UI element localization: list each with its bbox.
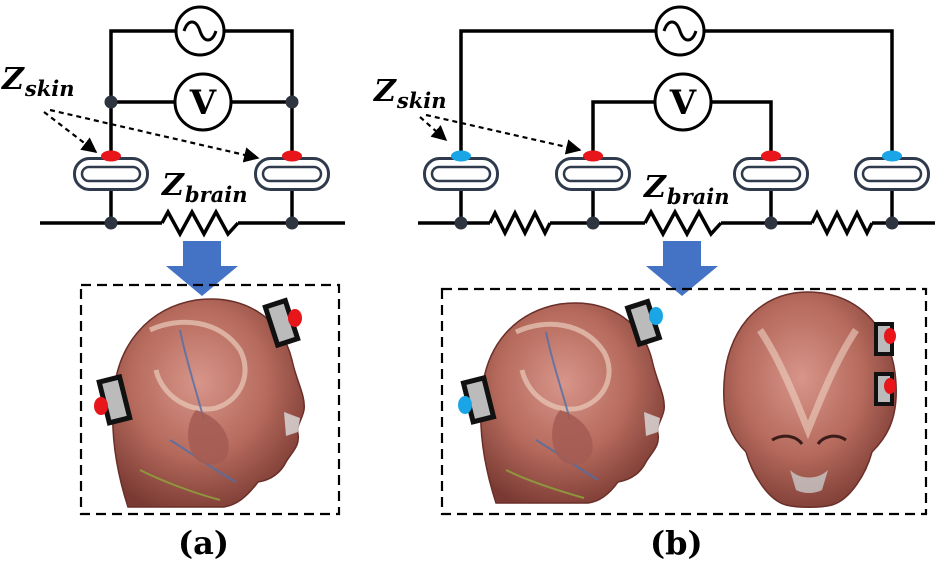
z-brain-label-b: Zbrain: [644, 170, 730, 209]
voltmeter-label-a: V: [189, 83, 217, 123]
head-frame-b: [440, 287, 928, 516]
head-electrodes-b: [458, 298, 896, 425]
z-brain-label-a: Zbrain: [162, 168, 248, 207]
ac-source-icon: [654, 5, 706, 57]
z-skin-label-a: Zskin: [2, 62, 75, 101]
down-arrow-icon: [646, 241, 718, 296]
z-skin-arrows-a: [43, 108, 260, 163]
panel-a: V: [40, 5, 345, 516]
electrode-icon: [73, 150, 330, 191]
voltmeter-icon: V: [653, 72, 713, 132]
wires-a: [40, 29, 345, 238]
caption-b: (b): [650, 524, 703, 562]
ac-source-icon: [174, 5, 226, 57]
caption-a: (a): [178, 524, 230, 562]
nodes-a: [104, 95, 299, 230]
head-frame-a: [79, 283, 341, 516]
z-skin-label-b: Zskin: [374, 74, 447, 113]
head-electrodes-a: [94, 297, 302, 426]
head-back-icon: [723, 291, 897, 508]
head-side-icon: [112, 298, 305, 508]
nodes-b: [454, 216, 899, 230]
head-side-icon: [480, 302, 665, 504]
wires-b: [418, 29, 935, 238]
down-arrow-icon: [166, 241, 238, 296]
voltmeter-icon: V: [173, 72, 233, 132]
z-skin-arrows-b: [419, 113, 582, 155]
panel-b: V: [418, 5, 935, 516]
voltmeter-label-b: V: [669, 83, 697, 123]
electrode-icon: [423, 150, 930, 191]
